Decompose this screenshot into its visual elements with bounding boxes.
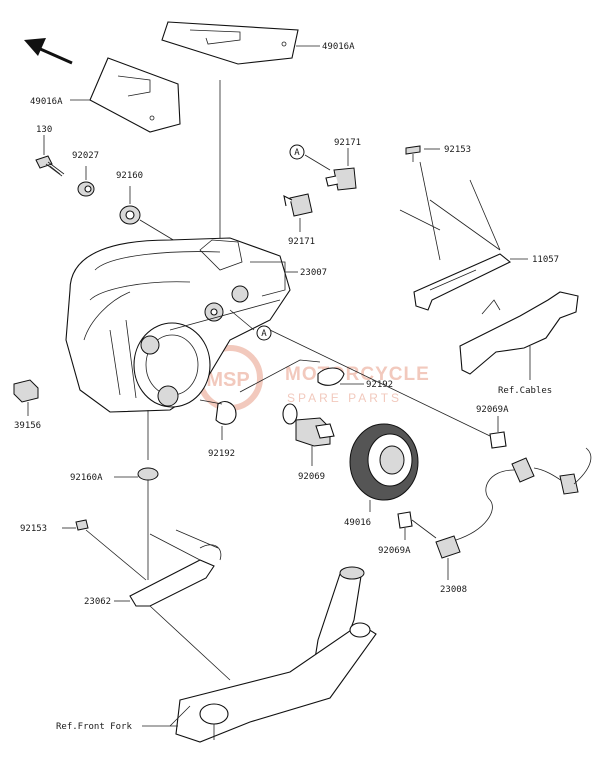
label-92153-bottom: 92153 — [20, 524, 47, 534]
callout-a-headlight-label: A — [261, 329, 267, 339]
label-92171-top: 92171 — [334, 138, 361, 148]
part-92192-cap-right — [239, 359, 364, 393]
label-92192-right: 92192 — [366, 380, 393, 390]
label-39156: 39156 — [14, 421, 41, 431]
label-92160: 92160 — [116, 171, 143, 181]
label-23008: 23008 — [440, 585, 467, 595]
part-92069-bulb — [282, 403, 335, 466]
watermark-subtitle: SPARE PARTS — [287, 391, 402, 405]
part-130-bolt — [35, 135, 65, 177]
callout-a-top-icon — [289, 144, 331, 171]
front-direction-arrow-icon — [24, 38, 73, 65]
part-11057-bracket — [399, 179, 528, 311]
part-92192-cap-left — [199, 399, 237, 440]
ref-cables-label: Ref.Cables — [498, 386, 552, 396]
label-11057: 11057 — [532, 255, 559, 265]
label-130: 130 — [36, 125, 52, 135]
label-92160A: 92160A — [70, 473, 103, 483]
label-49016A-top: 49016A — [322, 42, 355, 52]
part-23062-bracket — [114, 529, 231, 681]
label-23062: 23062 — [84, 597, 111, 607]
part-49016-dust-cover — [349, 423, 419, 512]
ref-front-fork-label: Ref.Front Fork — [56, 722, 132, 732]
part-92153-screw-top — [405, 145, 441, 261]
callout-a-headlight-icon — [256, 325, 272, 341]
part-92160-grommet — [119, 186, 191, 251]
label-92069: 92069 — [298, 472, 325, 482]
watermark: MSP MOTORCYCLE SPARE PARTS — [197, 345, 430, 411]
part-92153-screw-bottom — [62, 519, 147, 581]
part-23007-headlight — [65, 237, 298, 413]
part-92171-socket-bottom — [283, 193, 313, 232]
label-92192-left: 92192 — [208, 449, 235, 459]
label-49016: 49016 — [344, 518, 371, 528]
watermark-title: MOTORCYCLE — [285, 364, 430, 385]
label-92153-top: 92153 — [444, 145, 471, 155]
ref-cables-bracket — [459, 291, 579, 380]
part-49016A-top — [161, 21, 320, 65]
label-92171-bottom: 92171 — [288, 237, 315, 247]
part-39156-damper — [13, 379, 39, 416]
part-49016A-left — [70, 57, 181, 133]
watermark-logo-text: MSP — [206, 369, 249, 391]
label-92069A-bottom: 92069A — [378, 546, 411, 556]
part-92171-socket-top — [325, 148, 357, 191]
label-92027: 92027 — [72, 151, 99, 161]
part-23008-harness — [435, 447, 592, 580]
part-92069A-bulb-right — [269, 329, 507, 449]
callout-a-top-label: A — [294, 148, 300, 158]
part-92160A-grommet — [114, 410, 159, 580]
part-92027-collar — [77, 166, 95, 197]
ref-front-fork-stem — [142, 566, 377, 743]
part-92069A-bulb-bottom — [397, 511, 437, 540]
label-49016A-left: 49016A — [30, 97, 63, 107]
label-92069A-right: 92069A — [476, 405, 509, 415]
label-23007: 23007 — [300, 268, 327, 278]
